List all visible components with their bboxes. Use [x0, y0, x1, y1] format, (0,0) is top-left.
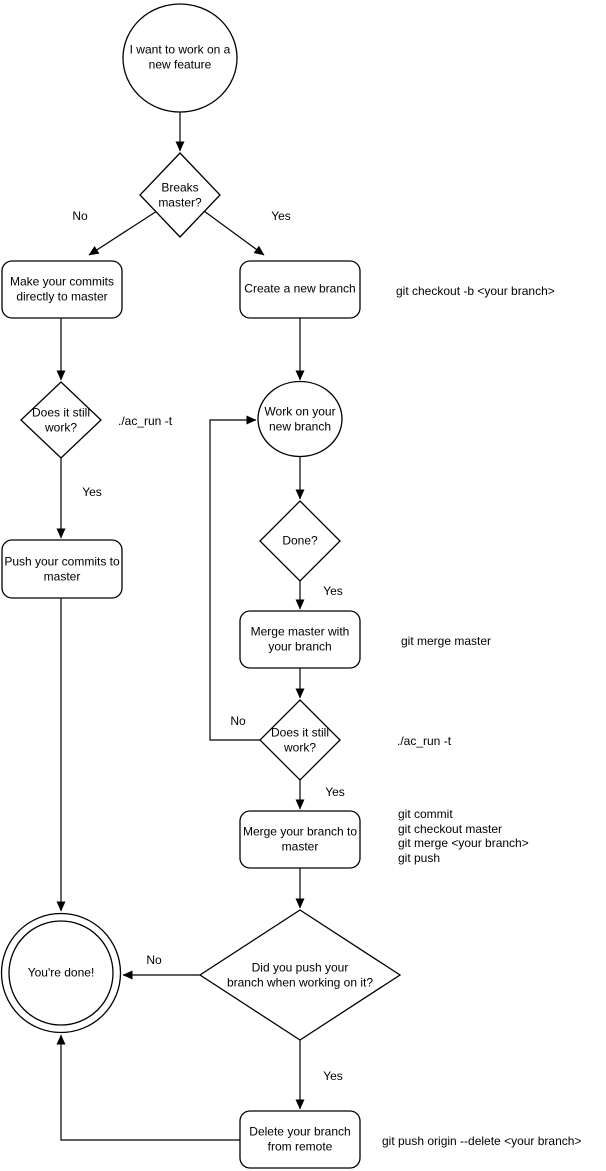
process-delete-branch	[239, 1110, 361, 1169]
done-circle-inner	[8, 920, 114, 1026]
process-push-commits	[1, 539, 123, 599]
edge-delete-to-done	[56, 1034, 240, 1141]
node-label-breaks-master: Breaks master?	[158, 180, 202, 209]
edge-label-yes-did-push: Yes	[321, 1069, 345, 1083]
annotation-ac-run-1: ./ac_run -t	[118, 413, 173, 428]
decision-still-work-2	[259, 699, 341, 781]
annotation-git-push-delete: git push origin --delete <your branch>	[382, 1133, 582, 1148]
node-label-youre-done: You're done!	[27, 965, 95, 980]
edge-label-no-breaks: No	[70, 209, 90, 223]
start-circle	[122, 3, 238, 113]
edge-label-no-still-work-2: No	[228, 714, 248, 728]
node-label-still-work-1: Does it still work?	[31, 405, 90, 434]
node-label-work-on-branch: Work on your new branch	[264, 404, 336, 433]
edge-breaks-to-make-no	[88, 210, 158, 256]
annotation-ac-run-2: ./ac_run -t	[397, 733, 452, 748]
work-on-branch-circle	[257, 380, 343, 458]
annotation-git-merge-master: git merge master	[401, 633, 492, 648]
annotation-merge-push-commands: git commit git checkout master git merge…	[398, 807, 529, 865]
node-label-start: I want to work on a new feature	[129, 42, 231, 71]
node-label-still-work-2: Does it still work?	[270, 725, 329, 754]
edge-label-yes-still-work-2: Yes	[323, 785, 347, 799]
node-label-merge-branch: Merge your branch to master	[242, 824, 358, 853]
decision-breaks-master	[139, 152, 221, 238]
process-create-branch	[239, 260, 361, 319]
node-label-create-branch: Create a new branch	[244, 281, 356, 296]
node-label-done: Done?	[282, 533, 318, 548]
edge-label-yes-still-work-1: Yes	[80, 485, 104, 499]
node-label-make-commits: Make your commits directly to master	[9, 274, 115, 303]
node-label-delete-branch: Delete your branch from remote	[249, 1124, 351, 1153]
edge-label-yes-done: Yes	[321, 584, 345, 598]
process-make-commits	[1, 260, 123, 319]
decision-done	[259, 500, 341, 582]
node-label-did-you-push: Did you push your branch when working on…	[226, 960, 374, 989]
annotation-git-checkout: git checkout -b <your branch>	[396, 283, 555, 298]
edge-label-no-did-push: No	[144, 953, 164, 967]
edge-label-yes-breaks: Yes	[269, 209, 293, 223]
decision-still-work-1	[20, 381, 102, 459]
process-merge-master	[239, 610, 361, 669]
process-merge-branch	[239, 810, 361, 869]
node-label-merge-master: Merge master with your branch	[250, 624, 350, 653]
edge-stillwork2-loop-to-work-no	[209, 415, 260, 741]
node-label-push-commits: Push your commits to master	[4, 554, 120, 583]
edge-breaks-to-create-yes	[203, 210, 265, 256]
decision-did-you-push	[198, 909, 402, 1041]
